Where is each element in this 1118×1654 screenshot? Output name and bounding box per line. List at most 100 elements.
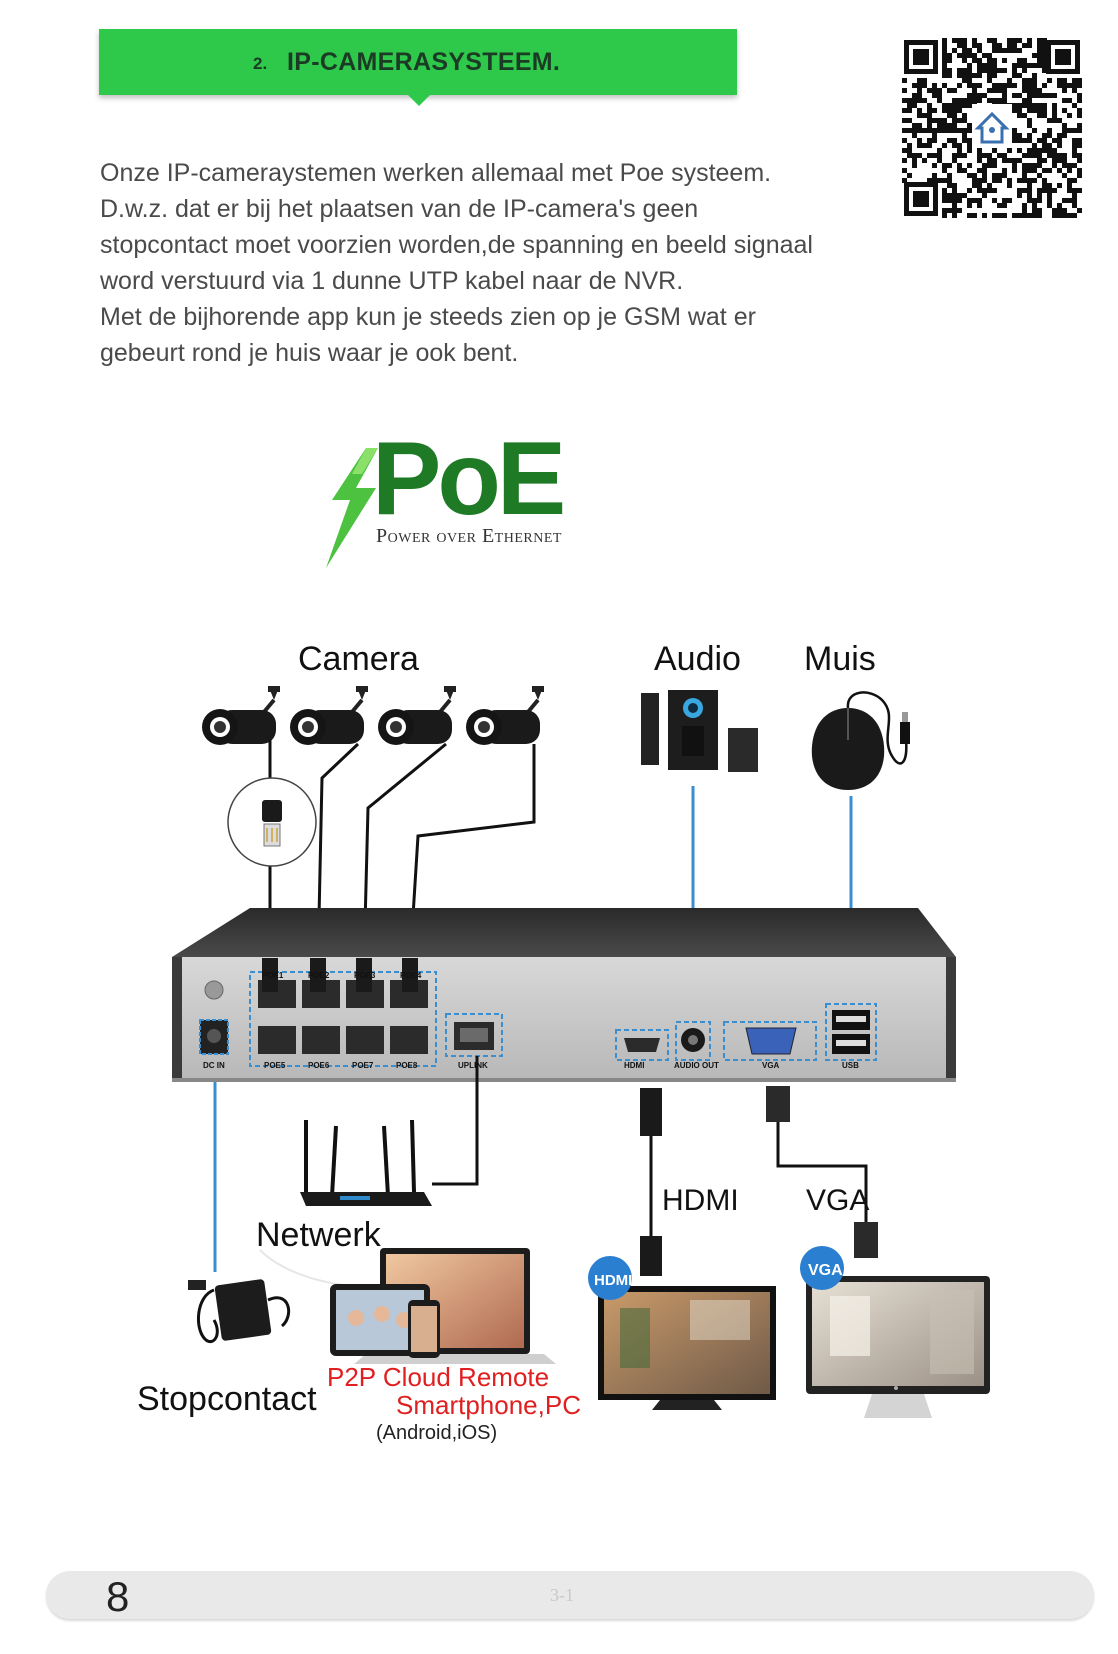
qr-module: [1077, 83, 1082, 88]
qr-module: [1037, 88, 1042, 93]
qr-module: [932, 138, 937, 143]
qr-module: [987, 68, 992, 73]
qr-module: [957, 68, 962, 73]
qr-module: [982, 168, 987, 173]
qr-module: [942, 168, 947, 173]
qr-module: [937, 93, 942, 98]
qr-module: [1032, 83, 1037, 88]
qr-module: [1072, 148, 1077, 153]
qr-module: [947, 193, 952, 198]
qr-module: [962, 58, 967, 63]
qr-module: [1017, 48, 1022, 53]
qr-module: [967, 73, 972, 78]
qr-module: [992, 73, 997, 78]
qr-module: [962, 73, 967, 78]
qr-module: [1032, 153, 1037, 158]
qr-module: [1012, 73, 1017, 78]
qr-module: [932, 108, 937, 113]
qr-module: [1042, 133, 1047, 138]
qr-module: [1037, 38, 1042, 43]
qr-module: [962, 78, 967, 83]
qr-module: [1017, 58, 1022, 63]
qr-module: [972, 183, 977, 188]
qr-module: [1022, 188, 1027, 193]
mouse-icon: [811, 691, 910, 790]
qr-module: [1062, 78, 1067, 83]
qr-module: [967, 198, 972, 203]
qr-module: [1077, 128, 1082, 133]
qr-module: [1037, 108, 1042, 113]
qr-module: [1057, 138, 1062, 143]
qr-module: [982, 53, 987, 58]
qr-module: [967, 63, 972, 68]
qr-module: [1012, 103, 1017, 108]
qr-module: [942, 38, 947, 43]
qr-module: [932, 163, 937, 168]
lightning-bolt-icon: [326, 448, 378, 568]
qr-module: [1067, 213, 1072, 218]
port-label: POE5: [264, 1061, 286, 1070]
qr-module: [952, 208, 957, 213]
qr-module: [1052, 148, 1057, 153]
qr-module: [1032, 213, 1037, 218]
qr-module: [982, 188, 987, 193]
qr-module: [957, 208, 962, 213]
qr-module: [932, 178, 937, 183]
qr-module: [1037, 138, 1042, 143]
qr-module: [1012, 38, 1017, 43]
qr-module: [962, 98, 967, 103]
qr-code-icon: [902, 38, 1082, 218]
qr-module: [1047, 143, 1052, 148]
qr-module: [917, 143, 922, 148]
qr-module: [972, 53, 977, 58]
qr-module: [992, 88, 997, 93]
smartphone-icon: [408, 1300, 440, 1358]
qr-module: [917, 98, 922, 103]
qr-module: [1042, 43, 1047, 48]
qr-module: [1027, 38, 1032, 43]
section-title: IP-CAMERASYSTEEM.: [287, 48, 561, 76]
qr-module: [927, 128, 932, 133]
qr-module: [907, 148, 912, 153]
qr-module: [1072, 103, 1077, 108]
qr-module: [957, 43, 962, 48]
qr-module: [1002, 173, 1007, 178]
qr-module: [957, 73, 962, 78]
qr-module: [1007, 48, 1012, 53]
qr-module: [902, 78, 907, 83]
port-label: POE2: [308, 971, 330, 980]
qr-module: [982, 213, 987, 218]
qr-module: [1067, 113, 1072, 118]
qr-module: [972, 83, 977, 88]
qr-module: [1052, 118, 1057, 123]
qr-module: [962, 113, 967, 118]
qr-module: [1022, 103, 1027, 108]
qr-module: [1032, 103, 1037, 108]
qr-module: [957, 38, 962, 43]
qr-module: [1047, 118, 1052, 123]
qr-module: [1057, 203, 1062, 208]
qr-module: [927, 178, 932, 183]
qr-module: [1032, 93, 1037, 98]
qr-module: [957, 118, 962, 123]
qr-module: [977, 198, 982, 203]
qr-module: [912, 133, 917, 138]
qr-module: [957, 163, 962, 168]
qr-module: [972, 88, 977, 93]
qr-module: [1072, 193, 1077, 198]
qr-module: [992, 43, 997, 48]
qr-module: [942, 163, 947, 168]
qr-module: [1037, 93, 1042, 98]
p2p-label-line2: Smartphone,PC: [396, 1390, 581, 1420]
qr-module: [1022, 168, 1027, 173]
qr-module: [1047, 193, 1052, 198]
qr-module: [987, 63, 992, 68]
router-icon: [300, 1119, 432, 1206]
qr-module: [927, 138, 932, 143]
qr-module: [1022, 88, 1027, 93]
qr-module: [902, 178, 907, 183]
section-banner: [99, 29, 737, 95]
qr-module: [947, 108, 952, 113]
camera-label: Camera: [298, 640, 419, 678]
qr-module: [942, 198, 947, 203]
